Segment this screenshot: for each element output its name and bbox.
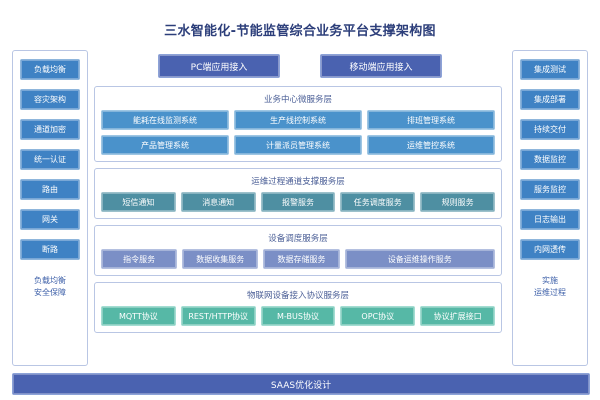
- business-center-layer: 业务中心微服务层 能耗在线监测系统 生产线控制系统 排班管理系统 产品管理系统 …: [94, 86, 502, 162]
- right-panel-caption: 实施 运维过程: [534, 275, 566, 299]
- layer-cell-ops-control[interactable]: 运维管控系统: [367, 135, 495, 155]
- iot-protocol-layer-title: 物联网设备接入协议服务层: [246, 291, 349, 301]
- layer-cell-data-collection-service[interactable]: 数据收集服务: [182, 249, 259, 269]
- business-center-layer-title: 业务中心微服务层: [263, 95, 332, 105]
- layer-cell-task-scheduling-service[interactable]: 任务调度服务: [340, 192, 416, 212]
- iot-protocol-layer-row-1: MQTT协议 REST/HTTP协议 M-BUS协议 OPC协议 协议扩展接口: [101, 306, 495, 326]
- business-center-layer-row-1: 能耗在线监测系统 生产线控制系统 排班管理系统: [101, 110, 495, 130]
- layer-cell-rule-service[interactable]: 规则服务: [420, 192, 495, 212]
- sidebar-item-log-output[interactable]: 日志输出: [520, 209, 580, 230]
- layer-cell-metering-dispatch-management[interactable]: 计量派员管理系统: [234, 135, 362, 155]
- sidebar-item-load-balance[interactable]: 负载均衡: [20, 59, 80, 80]
- layer-cell-opc-protocol[interactable]: OPC协议: [340, 306, 416, 326]
- business-center-layer-row-2: 产品管理系统 计量派员管理系统 运维管控系统: [101, 135, 495, 155]
- layer-cell-command-service[interactable]: 指令服务: [101, 249, 178, 269]
- device-dispatch-layer-title: 设备调度服务层: [268, 234, 328, 244]
- sidebar-item-gateway[interactable]: 网关: [20, 209, 80, 230]
- sidebar-item-data-monitoring[interactable]: 数据监控: [520, 149, 580, 170]
- layer-cell-data-storage-service[interactable]: 数据存储服务: [263, 249, 340, 269]
- sidebar-item-disaster-recovery[interactable]: 容灾架构: [20, 89, 80, 110]
- layer-cell-device-ops-service[interactable]: 设备运维操作服务: [344, 249, 496, 269]
- sidebar-item-integration-deploy[interactable]: 集成部署: [520, 89, 580, 110]
- sidebar-item-unified-auth[interactable]: 统一认证: [20, 149, 80, 170]
- iot-protocol-layer: 物联网设备接入协议服务层 MQTT协议 REST/HTTP协议 M-BUS协议 …: [94, 282, 502, 333]
- page-title: 三水智能化-节能监管综合业务平台支撑架构图: [164, 24, 436, 39]
- mobile-access-button[interactable]: 移动端应用接入: [320, 54, 442, 78]
- sidebar-item-integration-test[interactable]: 集成测试: [520, 59, 580, 80]
- layer-cell-protocol-extension-interface[interactable]: 协议扩展接口: [420, 306, 495, 326]
- sidebar-item-continuous-delivery[interactable]: 持续交付: [520, 119, 580, 140]
- layer-cell-alarm-service[interactable]: 报警服务: [260, 192, 336, 212]
- layer-cell-mbus-protocol[interactable]: M-BUS协议: [260, 306, 336, 326]
- left-panel-caption-line1: 负载均衡: [34, 276, 66, 285]
- left-panel: 负载均衡 容灾架构 通道加密 统一认证 路由 网关 断路 负载均衡 安全保障: [12, 50, 88, 366]
- saas-optimization-bar: SAAS优化设计: [12, 373, 590, 395]
- right-panel-caption-line2: 运维过程: [534, 288, 566, 297]
- layer-cell-production-line-control[interactable]: 生产线控制系统: [234, 110, 362, 130]
- device-dispatch-layer: 设备调度服务层 指令服务 数据收集服务 数据存储服务 设备运维操作服务: [94, 225, 502, 276]
- ops-channel-layer: 运维过程通道支撑服务层 短信通知 消息通知 报警服务 任务调度服务 规则服务: [94, 168, 502, 219]
- left-panel-caption-line2: 安全保障: [34, 288, 66, 297]
- sidebar-item-service-monitoring[interactable]: 服务监控: [520, 179, 580, 200]
- right-panel-caption-line1: 实施: [542, 276, 558, 285]
- pc-access-button[interactable]: PC端应用接入: [158, 54, 280, 78]
- layer-cell-message-notification[interactable]: 消息通知: [180, 192, 256, 212]
- device-dispatch-layer-row-1: 指令服务 数据收集服务 数据存储服务 设备运维操作服务: [101, 249, 496, 269]
- sidebar-item-channel-encryption[interactable]: 通道加密: [20, 119, 80, 140]
- layer-cell-sms-notification[interactable]: 短信通知: [101, 192, 176, 212]
- sidebar-item-circuit-breaker[interactable]: 断路: [20, 239, 80, 260]
- sidebar-item-intranet-tunneling[interactable]: 内网透传: [520, 239, 580, 260]
- ops-channel-layer-row-1: 短信通知 消息通知 报警服务 任务调度服务 规则服务: [101, 192, 495, 212]
- right-panel: 集成测试 集成部署 持续交付 数据监控 服务监控 日志输出 内网透传 实施 运维…: [512, 50, 588, 366]
- top-access-button-row: PC端应用接入 移动端应用接入: [96, 54, 504, 78]
- sidebar-item-routing[interactable]: 路由: [20, 179, 80, 200]
- left-panel-caption: 负载均衡 安全保障: [34, 275, 66, 299]
- layer-cell-shift-management[interactable]: 排班管理系统: [367, 110, 495, 130]
- layer-stack: 业务中心微服务层 能耗在线监测系统 生产线控制系统 排班管理系统 产品管理系统 …: [94, 86, 502, 339]
- ops-channel-layer-title: 运维过程通道支撑服务层: [251, 177, 345, 187]
- layer-cell-energy-monitoring[interactable]: 能耗在线监测系统: [101, 110, 229, 130]
- layer-cell-rest-http-protocol[interactable]: REST/HTTP协议: [180, 306, 256, 326]
- layer-cell-mqtt-protocol[interactable]: MQTT协议: [101, 306, 176, 326]
- layer-cell-product-management[interactable]: 产品管理系统: [101, 135, 229, 155]
